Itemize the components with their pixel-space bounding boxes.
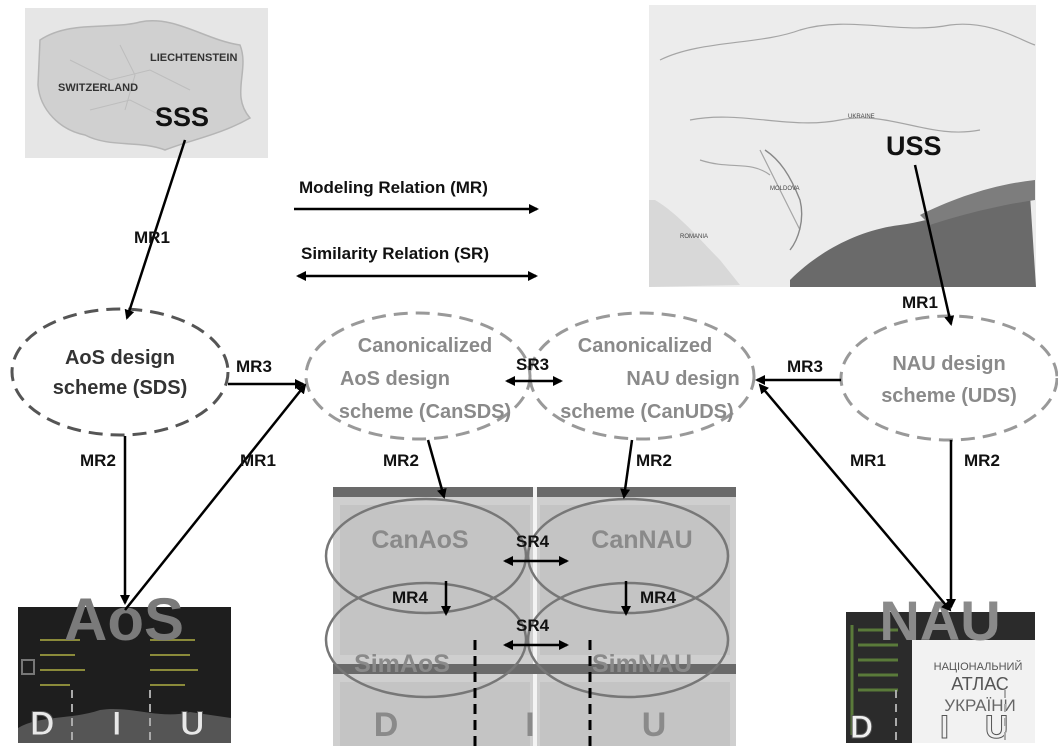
sds-line1: AoS design: [65, 347, 175, 369]
nau-u: U: [985, 709, 1008, 745]
label-mr2-sds: MR2: [80, 451, 116, 470]
label-simnau: SimNAU: [592, 650, 692, 678]
label-uss: USS: [886, 131, 942, 161]
aos-d: D: [30, 705, 55, 743]
label-mr2-can-right: MR2: [636, 451, 672, 470]
label-sss: SSS: [155, 102, 209, 132]
nau-artifact: NAU НАЦІОНАЛЬНИЙ АТЛАС УКРАЇНИ D I U: [846, 589, 1035, 746]
label-moldova: MOLDOVA: [770, 186, 800, 192]
label-ukraine: UKRAINE: [848, 114, 875, 120]
arrows: [120, 139, 956, 650]
legend: Modeling Relation (MR) Similarity Relati…: [294, 178, 539, 281]
label-mr2-can-left: MR2: [383, 451, 419, 470]
cansds-line1: Canonicalized: [358, 335, 492, 357]
label-mr1-sss: MR1: [134, 228, 170, 247]
ellipse-uds: NAU design scheme (UDS): [839, 314, 1058, 442]
legend-mr-text: Modeling Relation (MR): [299, 178, 488, 197]
uds-line2: scheme (UDS): [881, 385, 1017, 407]
label-romania: ROMANIA: [680, 234, 708, 240]
aos-artifact: AoS D I U: [18, 586, 231, 744]
sds-line2: scheme (SDS): [53, 377, 188, 399]
nau-atlas-line3: УКРАЇНИ: [944, 696, 1015, 715]
ellipse-sds: AoS design scheme (SDS): [10, 307, 230, 437]
canuds-line1: Canonicalized: [578, 335, 712, 357]
aos-u: U: [180, 705, 205, 743]
relation-labels: MR1 MR1 MR2 MR1 MR3 MR3 SR3 MR2 MR2 MR1 …: [80, 228, 1000, 635]
label-mr4-left: MR4: [392, 588, 428, 607]
label-liechtenstein: LIECHTENSTEIN: [150, 52, 237, 64]
label-simaos: SimAoS: [354, 650, 450, 678]
aos-i: I: [112, 705, 121, 743]
center-d: D: [374, 706, 399, 744]
label-mr3-left: MR3: [236, 357, 272, 376]
nau-d: D: [850, 709, 873, 745]
label-sr3: SR3: [516, 355, 549, 374]
label-mr2-uds: MR2: [964, 451, 1000, 470]
label-mr4-right: MR4: [640, 588, 676, 607]
uds-line1: NAU design: [892, 353, 1005, 375]
nau-atlas-line2: АТЛАС: [951, 674, 1009, 694]
center-u: U: [642, 706, 667, 744]
label-canaos: CanAoS: [371, 526, 468, 554]
label-mr3-right: MR3: [787, 357, 823, 376]
label-sr4-bottom: SR4: [516, 616, 550, 635]
label-cannau: CanNAU: [591, 526, 692, 554]
label-mr1-nau: MR1: [850, 451, 886, 470]
label-mr1-aos: MR1: [240, 451, 276, 470]
center-i: I: [525, 706, 534, 744]
legend-sr-text: Similarity Relation (SR): [301, 244, 489, 263]
canuds-line2: NAU design: [626, 368, 739, 390]
nau-i: I: [940, 709, 949, 745]
canuds-line3: scheme (CanUDS): [560, 401, 733, 423]
cansds-line3: scheme (CanSDS): [339, 401, 511, 423]
label-mr1-uss: MR1: [902, 293, 938, 312]
switzerland-map: LIECHTENSTEIN SWITZERLAND SSS: [25, 8, 268, 158]
label-sr4-top: SR4: [516, 532, 550, 551]
label-switzerland: SWITZERLAND: [58, 82, 138, 94]
ellipse-canuds: Canonicalized NAU design scheme (CanUDS): [528, 311, 756, 441]
nau-atlas-line1: НАЦІОНАЛЬНИЙ: [934, 660, 1023, 673]
center-artifact: CanAoS CanNAU SimAoS SimNAU D I U: [324, 487, 736, 746]
ellipse-cansds: Canonicalized AoS design scheme (CanSDS): [304, 311, 532, 441]
cansds-line2: AoS design: [340, 368, 450, 390]
ukraine-map: UKRAINE MOLDOVA ROMANIA USS: [649, 5, 1036, 287]
